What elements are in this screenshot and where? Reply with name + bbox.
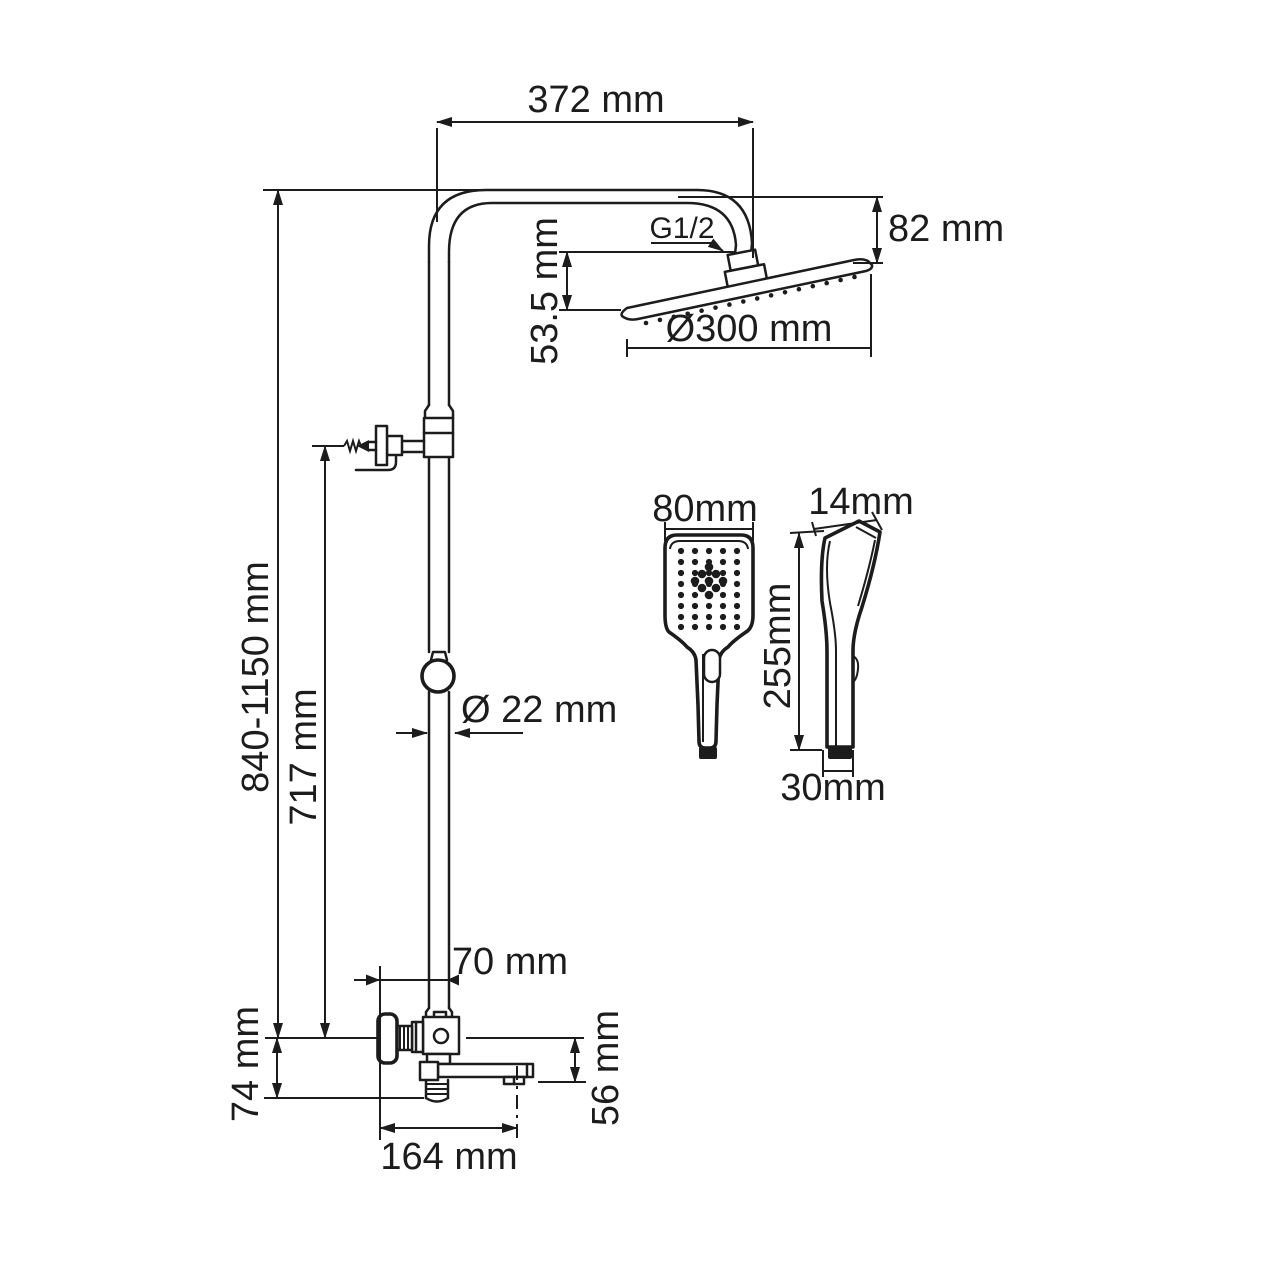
slider-holder	[420, 650, 456, 694]
dim-spout-offset: 70 mm	[354, 941, 568, 1140]
mode-button	[702, 648, 722, 684]
dim-label-mixer-height: 74 mm	[225, 1006, 267, 1122]
dim-head-drop: 53.5 mm	[524, 217, 735, 365]
shower-head-nozzles	[643, 274, 857, 326]
dim-thread-size: G1/2	[649, 212, 724, 252]
dim-handshower-depth: 14mm	[808, 481, 914, 537]
dim-spout-drop: 56 mm	[538, 1010, 627, 1126]
riser-pipe	[423, 260, 455, 1019]
dim-handshower-length: 255mm	[757, 530, 825, 751]
mixer-knob	[376, 1012, 399, 1065]
mixer-valve	[376, 1010, 461, 1065]
dim-label-handshower-length: 255mm	[757, 583, 799, 710]
hand-shower-front-view	[663, 533, 755, 759]
dim-head-diameter: Ø300 mm	[626, 274, 872, 357]
spray-nozzle-dots	[677, 547, 741, 631]
dim-label-handshower-width: 80mm	[652, 488, 758, 530]
dim-bracket-height: 717 mm	[283, 445, 330, 1039]
dim-label-spout-drop: 56 mm	[585, 1010, 627, 1126]
tub-spout	[418, 1052, 535, 1103]
dim-column-height: 840-1150 mm	[235, 189, 584, 1039]
dim-label-head-offset: 82 mm	[888, 208, 1004, 250]
dim-label-handshower-depth: 14mm	[808, 481, 914, 523]
dim-handshower-width: 80mm	[652, 488, 758, 541]
dim-handshower-tip: 30mm	[780, 750, 886, 809]
dim-label-pipe-diameter: Ø 22 mm	[461, 689, 617, 731]
dim-pipe-diameter: Ø 22 mm	[396, 689, 617, 738]
hose-tip-side	[828, 747, 852, 759]
dim-label-arm-reach: 372 mm	[527, 79, 664, 121]
dim-label-handshower-tip: 30mm	[780, 767, 886, 809]
dim-label-spout-offset: 70 mm	[452, 941, 568, 983]
dim-spout-reach: 164 mm	[379, 1066, 518, 1178]
dim-head-offset: 82 mm	[678, 196, 1004, 264]
threaded-outlet	[424, 1078, 450, 1103]
dim-label-bracket-height: 717 mm	[283, 688, 325, 825]
wall-anchor-icon	[343, 437, 362, 455]
dim-label-spout-reach: 164 mm	[380, 1136, 517, 1178]
dim-label-column-height: 840-1150 mm	[235, 561, 277, 793]
bracket-hook	[354, 455, 398, 472]
hand-shower-side-view	[819, 519, 882, 759]
dim-mixer-height: 74 mm	[225, 1006, 424, 1122]
dim-label-head-diameter: Ø300 mm	[666, 308, 833, 350]
dim-arm-reach: 372 mm	[436, 79, 754, 258]
dim-label-head-drop: 53.5 mm	[524, 217, 566, 365]
wall-bracket	[312, 416, 455, 472]
hose-tip	[699, 747, 717, 759]
label-thread-size: G1/2	[649, 212, 714, 245]
screw-arrow-icon	[357, 440, 369, 452]
